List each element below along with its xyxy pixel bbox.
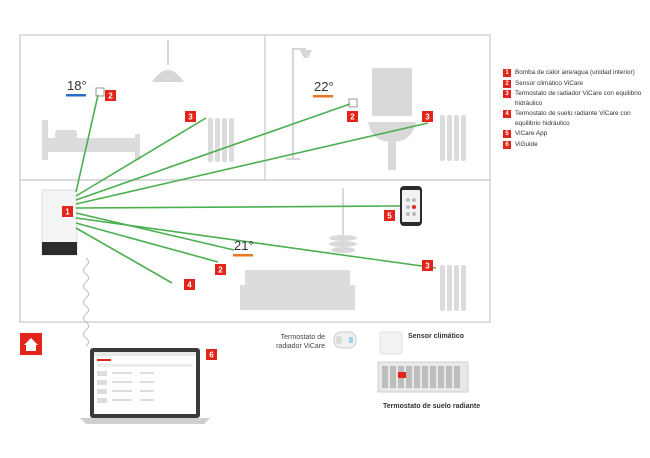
legend-number: 4 <box>503 110 511 118</box>
radiator-thermostat-product-icon <box>333 331 357 349</box>
living-temp-underline <box>233 254 253 257</box>
svg-text:4: 4 <box>187 281 192 290</box>
legend-text: ViCare App <box>515 130 548 137</box>
legend-text: Sensor climático ViCare <box>515 79 584 87</box>
floor-thermostat-product-icon <box>377 361 469 393</box>
connection-lines <box>75 94 437 284</box>
laptop-icon <box>80 348 210 424</box>
legend: 1 Bomba de calor aire/agua (unidad inter… <box>503 68 648 150</box>
bedroom-temp-underline <box>66 94 86 97</box>
shower-icon <box>286 48 312 160</box>
marker-1: 1 <box>62 206 73 217</box>
marker-3-living: 3 <box>422 260 433 271</box>
legend-number: 3 <box>503 90 511 98</box>
bathroom-temperature: 22° <box>314 79 334 94</box>
heat-pump-unit <box>41 189 78 256</box>
svg-text:2: 2 <box>350 113 355 122</box>
smartphone-icon <box>400 186 422 226</box>
ceiling-lamp-icon <box>152 40 184 82</box>
legend-item: 4 Termostato de suelo radiante ViCare co… <box>503 109 648 128</box>
legend-item: 1 Bomba de calor aire/agua (unidad inter… <box>503 68 648 78</box>
bathroom-temp-underline <box>313 95 333 98</box>
svg-text:3: 3 <box>425 113 430 122</box>
floor-thermostat-caption: Termostato de suelo radiante <box>383 403 481 410</box>
bedroom-sensor-icon <box>95 87 105 97</box>
sofa-icon <box>240 270 355 310</box>
legend-text: Termostato de suelo radiante ViCare con … <box>515 110 631 127</box>
legend-item: 3 Termostato de radiador ViCare con equi… <box>503 89 648 108</box>
climate-sensor-product-icon <box>379 331 403 355</box>
svg-text:1: 1 <box>65 208 70 217</box>
marker-5: 5 <box>384 210 395 221</box>
marker-3-bedroom: 3 <box>185 111 196 122</box>
marker-4: 4 <box>184 279 195 290</box>
home-icon <box>20 333 42 355</box>
bedroom-radiator-icon <box>208 118 234 162</box>
svg-text:3: 3 <box>425 262 430 271</box>
wireless-signal <box>83 257 89 347</box>
living-radiator-icon <box>440 265 466 311</box>
bedroom-temperature: 18° <box>67 78 87 93</box>
bathroom-radiator-icon <box>440 115 466 161</box>
sink-icon <box>368 68 416 170</box>
house-walls <box>19 34 491 323</box>
marker-3-bathroom: 3 <box>422 111 433 122</box>
marker-6: 6 <box>206 349 217 360</box>
legend-item: 6 ViGuide <box>503 140 648 150</box>
svg-text:6: 6 <box>209 351 214 360</box>
floor-lamp-icon <box>329 188 357 253</box>
bed-icon <box>42 120 140 160</box>
legend-text: Termostato de radiador ViCare con equili… <box>515 90 642 107</box>
legend-item: 2 Sensor climático ViCare <box>503 79 648 89</box>
legend-number: 1 <box>503 69 511 77</box>
svg-text:2: 2 <box>218 266 223 275</box>
legend-number: 2 <box>503 79 511 88</box>
svg-text:5: 5 <box>387 212 392 221</box>
svg-text:2: 2 <box>108 92 113 101</box>
legend-text: ViGuide <box>515 140 538 148</box>
legend-item: 5 ViCare App <box>503 129 648 139</box>
marker-2-living: 2 <box>215 264 226 275</box>
marker-2-bathroom: 2 <box>347 111 358 122</box>
legend-text: Bomba de calor aire/agua (unidad interio… <box>515 69 635 76</box>
bathroom-sensor-icon <box>348 98 358 108</box>
legend-number: 5 <box>503 130 511 138</box>
marker-2-bedroom: 2 <box>105 90 116 101</box>
radiator-thermostat-caption: Termostato de radiador ViCare <box>276 334 325 350</box>
living-temperature: 21° <box>234 238 254 253</box>
legend-number: 6 <box>503 140 511 149</box>
svg-text:3: 3 <box>188 113 193 122</box>
climate-sensor-caption: Sensor climático <box>408 333 465 340</box>
